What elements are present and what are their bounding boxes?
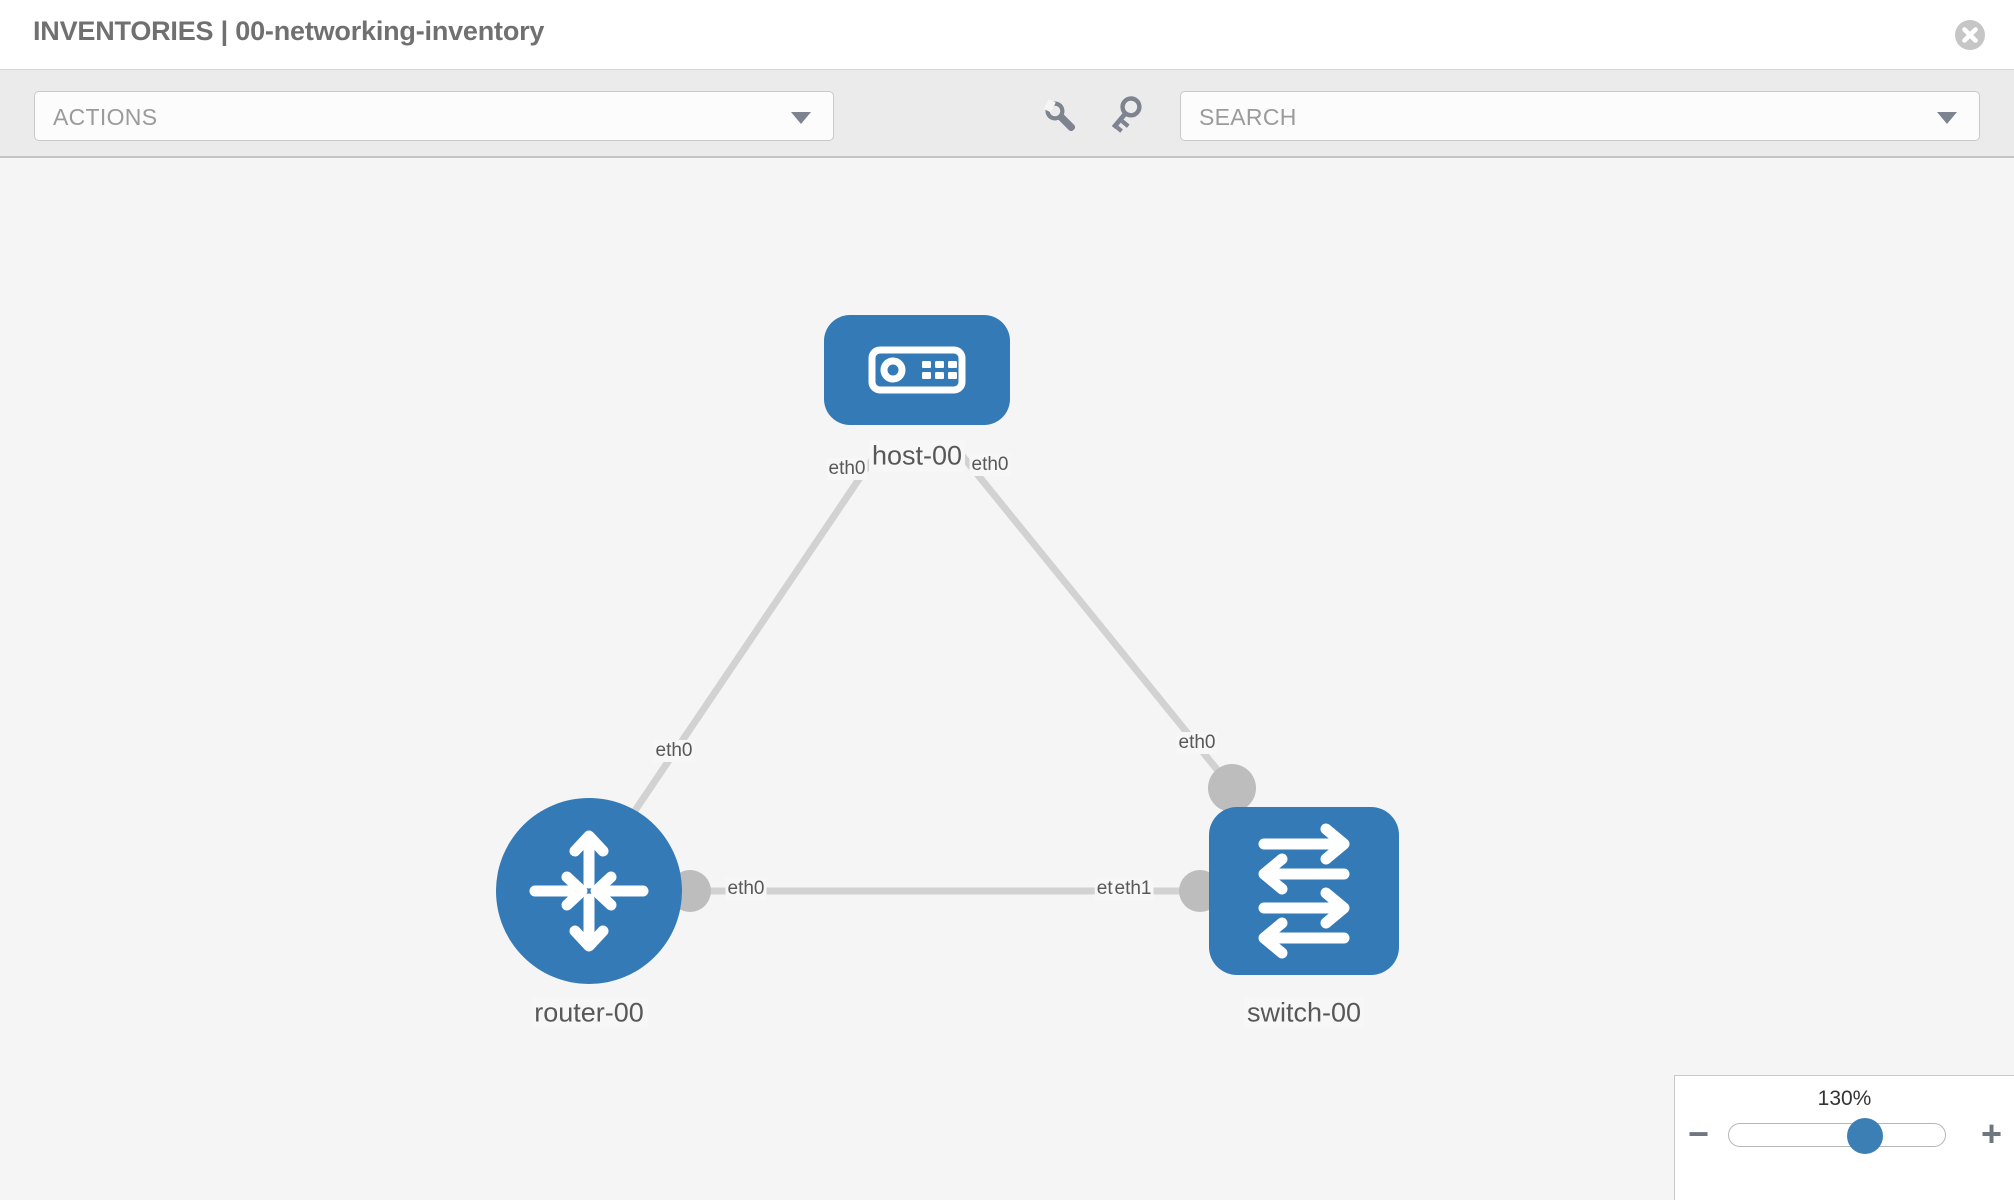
zoom-percent-label: 130% [1817,1087,1872,1110]
link-group [627,445,1235,895]
chevron-down-icon [791,112,811,124]
node-switch-00[interactable] [1209,807,1399,975]
node-label-host-00: host-00 [868,440,966,472]
node-host-00[interactable] [824,315,1010,425]
key-icon[interactable] [1108,96,1150,138]
page-title: INVENTORIES | 00-networking-inventory [33,16,545,46]
link-host-switch [953,445,1235,791]
zoom-slider[interactable] [1728,1118,1946,1154]
wrench-icon[interactable] [1040,96,1082,138]
iface-label-host-eth0-left: eth0 [826,458,868,480]
node-label-router-00: router-00 [531,997,647,1029]
actions-dropdown-label: ACTIONS [53,104,158,130]
chevron-down-icon [1937,112,1957,124]
interface-dot [1208,764,1256,812]
iface-label-switch-eth1: eth1 [1112,878,1154,900]
switch-arrows-icon [1258,823,1350,959]
actions-dropdown[interactable]: ACTIONS [34,91,834,141]
close-icon[interactable] [1954,19,1986,51]
node-label-switch-00: switch-00 [1243,997,1365,1029]
zoom-control-panel: 130% − + [1674,1075,2014,1200]
iface-label-router-eth0-right: eth0 [725,878,767,900]
iface-label-host-eth0-right: eth0 [969,454,1011,476]
toolbar: ACTIONS SEARCH [0,70,2014,158]
iface-label-switch-eth0-up: eth0 [1176,732,1218,754]
iface-label-router-eth0-up: eth0 [653,740,695,762]
router-arrows-icon [529,830,649,952]
link-host-router [627,446,883,820]
topology-graph[interactable] [0,158,2014,1200]
search-placeholder: SEARCH [1199,104,1297,130]
search-input[interactable]: SEARCH [1180,91,1980,141]
topology-canvas[interactable]: eth0 eth0 eth0 eth0 eth0 eth eth1 host-0… [0,158,2014,1200]
zoom-slider-thumb[interactable] [1847,1118,1884,1154]
page-header: INVENTORIES | 00-networking-inventory [0,0,2014,70]
plus-icon[interactable]: + [1980,1113,2002,1154]
minus-icon[interactable]: − [1688,1113,1710,1154]
node-router-00[interactable] [496,798,682,984]
server-icon [868,346,966,394]
